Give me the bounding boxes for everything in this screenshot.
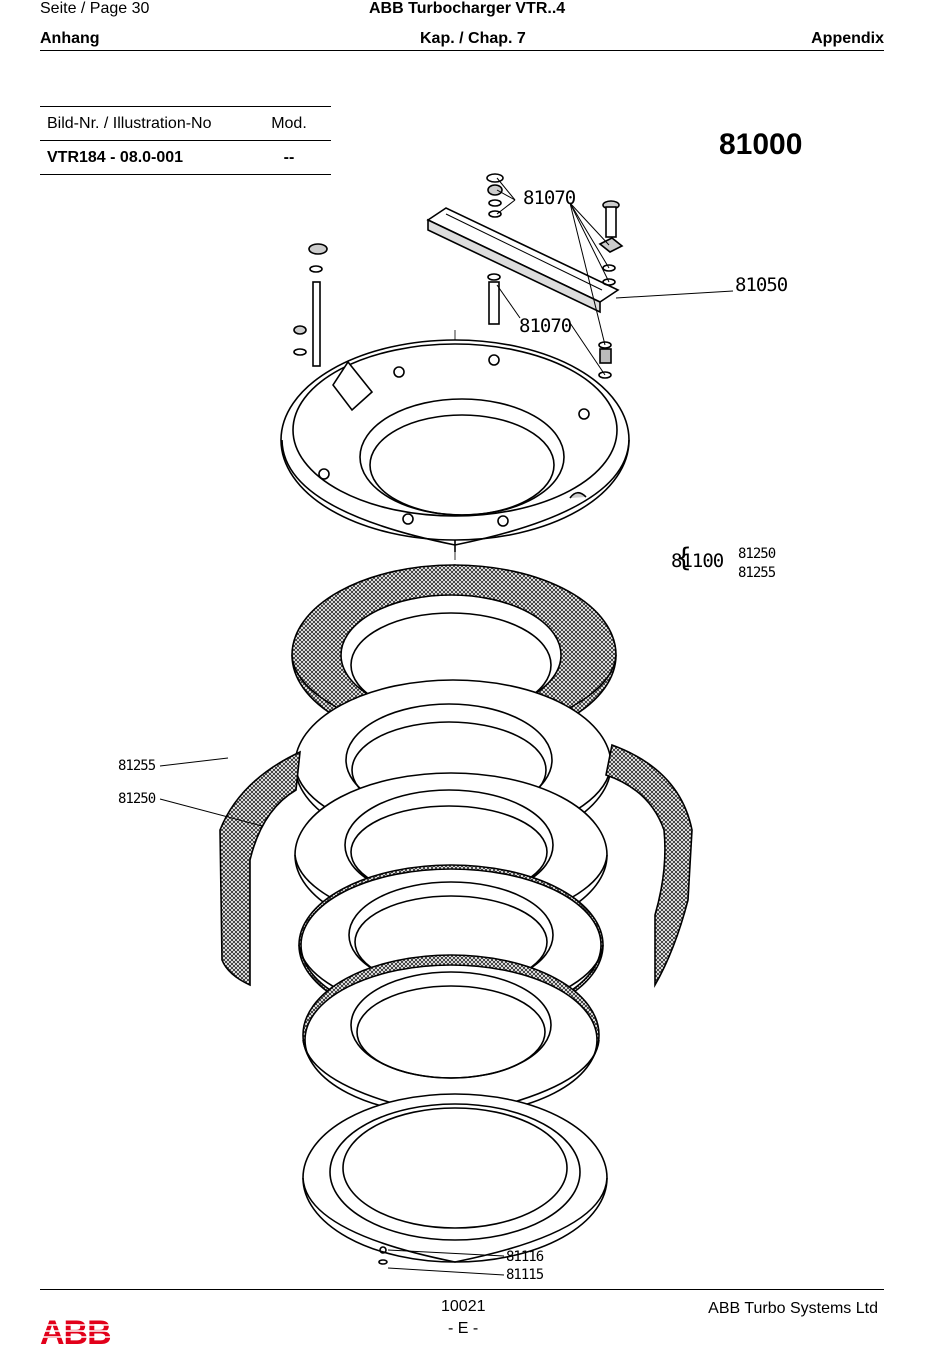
- callout-81100: 81100: [671, 550, 724, 572]
- leader-lines: [159, 177, 734, 1276]
- callout-81250: 81250: [118, 791, 156, 807]
- callout-81050: 81050: [735, 274, 788, 296]
- base-ring: [302, 1093, 608, 1265]
- reference-table: Bild-Nr. / Illustration-No Mod. VTR184 -…: [40, 106, 331, 175]
- page-label: Seite / Page 30: [40, 0, 150, 17]
- nut-washer-stack-top: [486, 173, 504, 218]
- mounting-bar: [426, 207, 620, 314]
- language-code: - E -: [448, 1320, 479, 1337]
- assembly-number: 81000: [719, 128, 803, 161]
- callout-81070-mid: 81070: [519, 315, 572, 337]
- section-right: Appendix: [811, 30, 884, 47]
- abb-logo: ABB: [40, 1314, 118, 1352]
- illustration-number: VTR184 - 08.0-001: [40, 140, 247, 175]
- cover-band-right: [605, 743, 693, 989]
- callout-81116: 81116: [506, 1249, 544, 1265]
- housing-bowl: [280, 339, 630, 552]
- col-mod-header: Mod.: [247, 106, 331, 141]
- header-rule: [40, 50, 884, 51]
- callout-81250-sub: 81250: [738, 546, 776, 562]
- abb-logo-text: ABB: [40, 1315, 111, 1347]
- callout-81115: 81115: [506, 1267, 544, 1283]
- footer-rule: [40, 1289, 884, 1290]
- callout-81255: 81255: [118, 758, 156, 774]
- callout-81255-sub: 81255: [738, 565, 776, 581]
- callout-81070-top: 81070: [523, 187, 576, 209]
- stud-right: [598, 200, 624, 286]
- ring-4: [302, 954, 600, 1118]
- svg-text:{: {: [676, 543, 692, 573]
- document-code: 10021: [441, 1298, 486, 1315]
- section-center: Kap. / Chap. 7: [420, 30, 526, 47]
- mod-value: --: [247, 140, 331, 175]
- section-left: Anhang: [40, 30, 100, 47]
- document-title: ABB Turbocharger VTR..4: [369, 0, 566, 17]
- left-rod: [293, 243, 328, 367]
- cover-band-left: [219, 750, 301, 987]
- stud-middle: [487, 273, 612, 379]
- col-illustration-header: Bild-Nr. / Illustration-No: [40, 106, 247, 141]
- company-name: ABB Turbo Systems Ltd: [708, 1300, 878, 1317]
